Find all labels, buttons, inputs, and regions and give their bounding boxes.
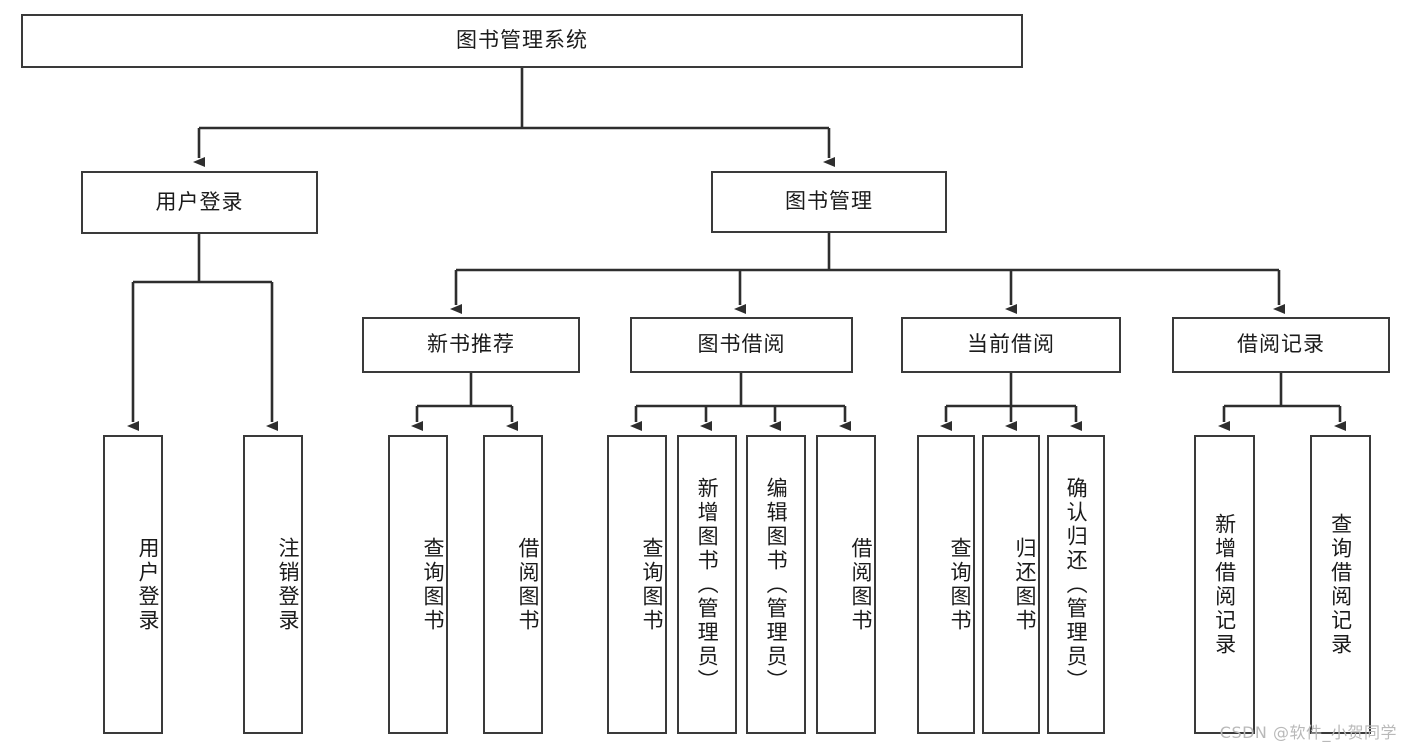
leaf-borrow-borrow-book[interactable]: 借阅图书	[816, 435, 876, 734]
node-label: 借阅图书	[849, 536, 873, 633]
node-current-borrow[interactable]: 当前借阅	[901, 317, 1121, 373]
leaf-borrow-query-book[interactable]: 查询图书	[607, 435, 667, 734]
leaf-borrow-add-book-admin[interactable]: 新增图书（管理员）	[677, 435, 737, 734]
node-label: 归还图书	[1013, 536, 1037, 633]
watermark: CSDN @软件_小贺同学	[1219, 723, 1397, 742]
node-label: 当前借阅	[967, 332, 1055, 357]
node-label: 用户登录	[155, 189, 244, 214]
node-label: 图书管理	[785, 189, 873, 214]
leaf-recommend-query-book[interactable]: 查询图书	[388, 435, 448, 734]
node-label: 借阅图书	[516, 536, 540, 633]
node-new-book-recommend[interactable]: 新书推荐	[362, 317, 580, 373]
node-user-login[interactable]: 用户登录	[81, 171, 318, 234]
node-label: 用户登录	[136, 536, 160, 633]
node-label: 查询图书	[421, 536, 445, 633]
node-label: 查询图书	[640, 536, 664, 633]
leaf-current-confirm-return-admin[interactable]: 确认归还（管理员）	[1047, 435, 1105, 734]
leaf-user-login-logout[interactable]: 注销登录	[243, 435, 303, 734]
leaf-current-return-book[interactable]: 归还图书	[982, 435, 1040, 734]
node-label: 查询图书	[948, 536, 972, 633]
node-label: 查询借阅记录	[1328, 512, 1353, 657]
node-root-system[interactable]: 图书管理系统	[21, 14, 1023, 68]
node-label: 新增图书（管理员）	[695, 476, 720, 693]
leaf-record-add-record[interactable]: 新增借阅记录	[1194, 435, 1255, 734]
node-label: 图书管理系统	[456, 28, 588, 53]
node-label: 图书借阅	[697, 332, 786, 357]
node-label: 新书推荐	[427, 332, 515, 357]
node-label: 确认归还（管理员）	[1064, 476, 1089, 693]
leaf-user-login-login[interactable]: 用户登录	[103, 435, 163, 734]
node-label: 借阅记录	[1237, 332, 1325, 357]
leaf-current-query-book[interactable]: 查询图书	[917, 435, 975, 734]
node-book-borrow[interactable]: 图书借阅	[630, 317, 853, 373]
leaf-record-query-record[interactable]: 查询借阅记录	[1310, 435, 1371, 734]
leaf-recommend-borrow-book[interactable]: 借阅图书	[483, 435, 543, 734]
node-label: 注销登录	[276, 536, 300, 633]
node-book-management[interactable]: 图书管理	[711, 171, 947, 233]
leaf-borrow-edit-book-admin[interactable]: 编辑图书（管理员）	[746, 435, 806, 734]
node-label: 编辑图书（管理员）	[764, 476, 789, 693]
node-label: 新增借阅记录	[1212, 512, 1237, 657]
node-borrow-record[interactable]: 借阅记录	[1172, 317, 1390, 373]
